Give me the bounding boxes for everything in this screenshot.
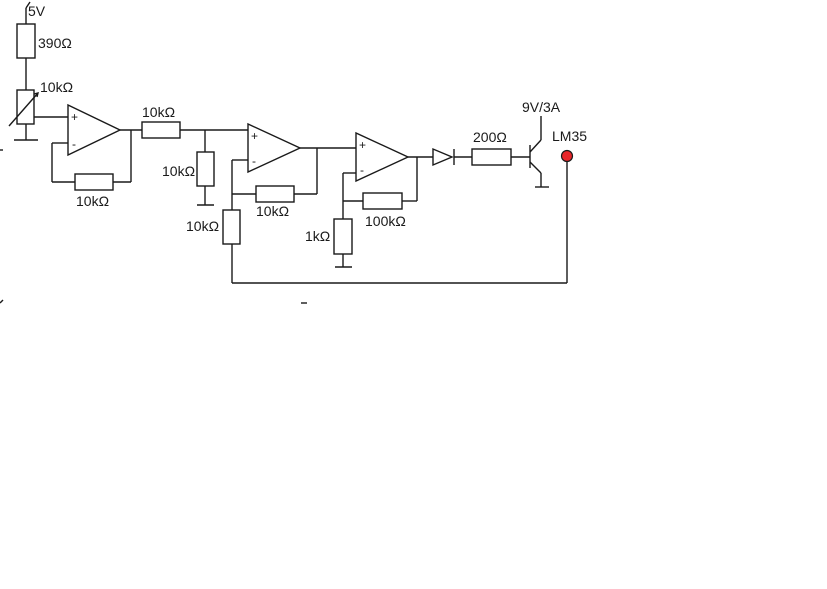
resistor-fb2-label: 10kΩ — [256, 203, 289, 219]
resistor-fb3-label: 100kΩ — [365, 213, 406, 229]
opamp-3-plus: + — [359, 138, 366, 152]
lm35-label: LM35 — [552, 128, 587, 144]
resistor-base-label: 200Ω — [473, 129, 507, 145]
opamp-2: + - — [231, 122, 356, 210]
resistor-base: 200Ω — [471, 129, 530, 166]
opamp-3-minus: - — [360, 163, 364, 177]
resistor-fb2: 10kΩ — [255, 185, 295, 219]
resistor-gnd3-label: 1kΩ — [305, 228, 330, 244]
supply-5v: 5V — [25, 1, 46, 24]
resistor-shunt: 10kΩ — [162, 130, 215, 206]
opamp-1-minus: - — [72, 137, 76, 151]
transistor: 9V/3A — [522, 99, 561, 188]
lm35-terminal — [560, 149, 574, 163]
resistor-fb3: 100kΩ — [362, 192, 406, 229]
resistor-in2: 10kΩ — [186, 209, 241, 283]
opamp-3: + - — [342, 131, 433, 219]
resistor-series: 10kΩ — [141, 104, 248, 139]
resistor-gnd3: 1kΩ — [305, 218, 353, 268]
opamp-1: + - — [51, 103, 142, 183]
resistor-fb1: 10kΩ — [74, 173, 114, 209]
resistor-390-label: 390Ω — [38, 35, 72, 51]
resistor-390: 390Ω — [16, 23, 72, 90]
potentiometer-label: 10kΩ — [40, 79, 73, 95]
opamp-2-minus: - — [252, 154, 256, 168]
transistor-rating-label: 9V/3A — [522, 99, 561, 115]
resistor-fb1-label: 10kΩ — [76, 193, 109, 209]
resistor-series-label: 10kΩ — [142, 104, 175, 120]
resistor-shunt-label: 10kΩ — [162, 163, 195, 179]
opamp-1-plus: + — [71, 110, 78, 124]
diode — [432, 147, 472, 167]
resistor-in2-label: 10kΩ — [186, 218, 219, 234]
opamp-2-plus: + — [251, 129, 258, 143]
lm35-sensor: LM35 — [232, 128, 587, 284]
supply-label: 5V — [28, 3, 46, 19]
potentiometer: 10kΩ — [8, 79, 73, 141]
